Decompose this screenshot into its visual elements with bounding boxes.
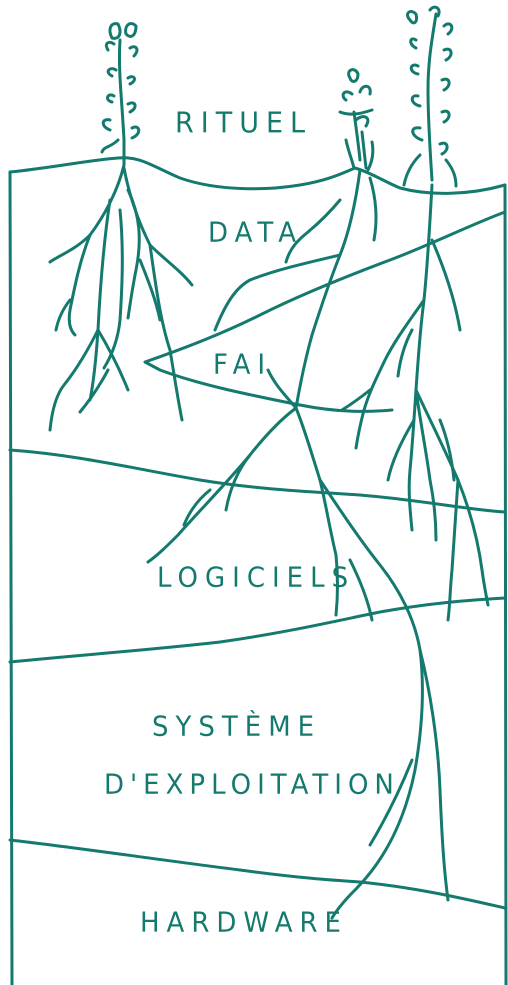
frame-left-edge — [10, 172, 12, 985]
stratum-fai-logiciels-boundary — [10, 450, 505, 512]
plant-middle — [148, 70, 448, 918]
plant-left — [50, 24, 192, 430]
layer-label-data: DATA — [208, 217, 303, 249]
stratum-systeme-hardware-boundary — [10, 840, 505, 908]
stratum-logiciels-systeme-boundary — [10, 598, 505, 662]
layer-label-rituel: RITUEL — [175, 107, 313, 140]
layer-label-logiciels: LOGICIELS — [157, 562, 356, 594]
layer-label-hardware: HARDWARE — [140, 907, 348, 939]
layer-label-systeme: SYSTÈME — [152, 711, 322, 743]
ground-surface-line — [10, 158, 505, 194]
layer-label-fai: FAI — [213, 349, 273, 381]
plant-right — [342, 7, 488, 620]
stratum-data-fai-boundary — [145, 212, 505, 411]
layer-label-exploitation: D'EXPLOITATION — [104, 769, 400, 801]
frame-right-edge — [505, 185, 506, 985]
